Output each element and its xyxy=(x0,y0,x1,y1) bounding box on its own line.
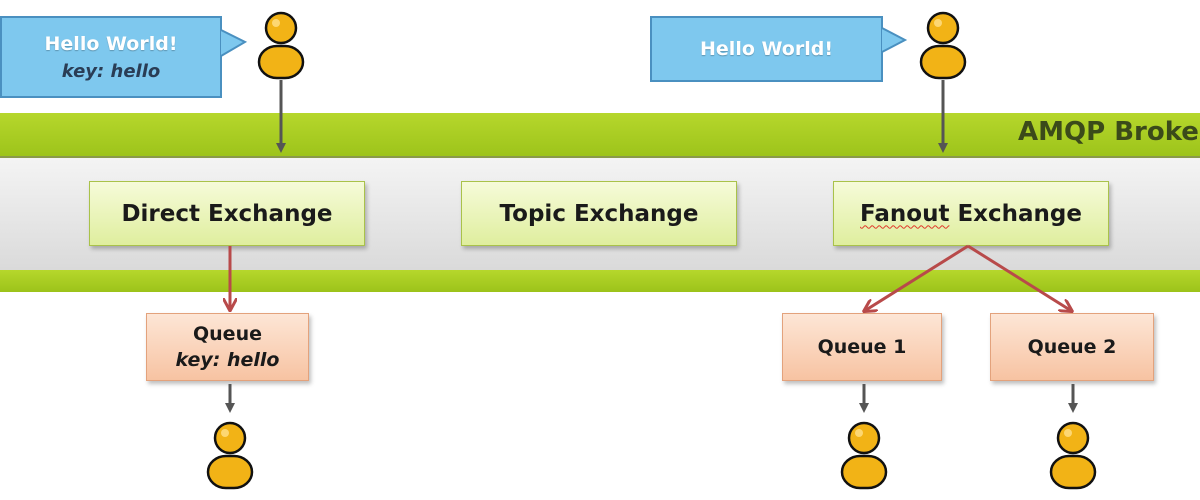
message-bubble-fanout: Hello World! xyxy=(650,16,883,82)
user-icon xyxy=(840,421,888,490)
fanout-exchange-label: Fanout Exchange xyxy=(860,201,1082,227)
speech-bubble-icon xyxy=(220,29,248,57)
arrow-icon xyxy=(866,244,969,310)
user-icon xyxy=(919,11,967,80)
broker-label: AMQP Broke xyxy=(1018,117,1199,147)
queue-label: Queue xyxy=(193,323,262,345)
queue-direct: Queue key: hello xyxy=(146,313,309,381)
user-icon xyxy=(1049,421,1097,490)
queue-2: Queue 2 xyxy=(990,313,1154,381)
message-routing-key: key: hello xyxy=(61,60,161,82)
queue-1: Queue 1 xyxy=(782,313,942,381)
direct-exchange: Direct Exchange xyxy=(89,181,365,246)
message-bubble-direct: Hello World! key: hello xyxy=(0,16,222,98)
broker-band-bottom xyxy=(0,270,1200,292)
queue-binding-key: key: hello xyxy=(175,349,280,371)
direct-exchange-label: Direct Exchange xyxy=(121,200,333,227)
fanout-word: Fanout xyxy=(860,200,950,227)
broker-band-top xyxy=(0,113,1200,158)
speech-bubble-icon xyxy=(881,27,908,53)
queue-label: Queue 1 xyxy=(817,336,907,358)
topic-exchange: Topic Exchange xyxy=(461,181,737,246)
message-text: Hello World! xyxy=(700,38,833,60)
topic-exchange-label: Topic Exchange xyxy=(499,200,699,227)
queue-label: Queue 2 xyxy=(1027,336,1117,358)
fanout-exchange-suffix: Exchange xyxy=(949,200,1082,227)
message-text: Hello World! xyxy=(44,32,178,55)
user-icon xyxy=(257,11,305,80)
user-icon xyxy=(206,421,254,490)
fanout-exchange: Fanout Exchange xyxy=(833,181,1109,246)
arrow-icon xyxy=(967,244,1070,310)
